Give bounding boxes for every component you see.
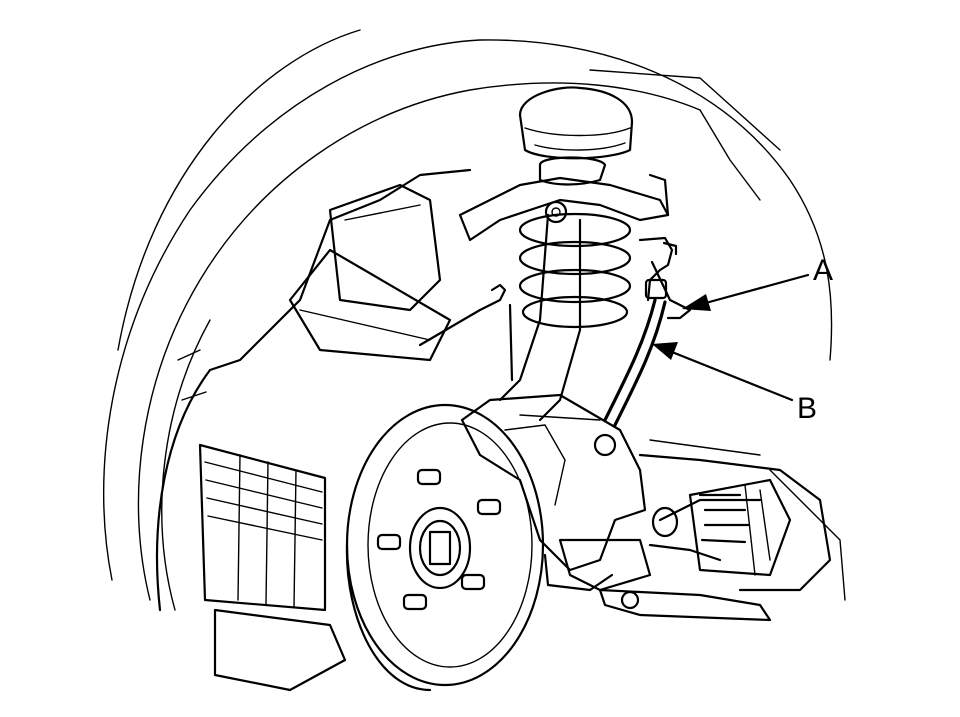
fender-arch (102, 29, 833, 611)
lower-arm (598, 588, 772, 622)
brake-hose (603, 298, 667, 427)
tie-rod (638, 453, 832, 592)
splash-panel (198, 443, 327, 612)
hose-clip-left (418, 283, 514, 382)
strut-top-mount (518, 86, 634, 186)
subframe (649, 439, 846, 601)
arm-bracket (288, 183, 452, 362)
callout-a-label: A (813, 254, 833, 287)
brake-caliper (460, 393, 652, 592)
upper-arm (458, 173, 670, 242)
coil-spring (518, 212, 632, 329)
inner-liner (155, 168, 472, 692)
callout-a: A (682, 254, 833, 311)
hose-bracket (638, 236, 692, 320)
callout-b-label: B (797, 392, 817, 425)
wheel-hub (376, 468, 502, 611)
callout-b: B (652, 342, 817, 425)
brake-rotor (345, 403, 545, 692)
strut-body (498, 213, 582, 422)
